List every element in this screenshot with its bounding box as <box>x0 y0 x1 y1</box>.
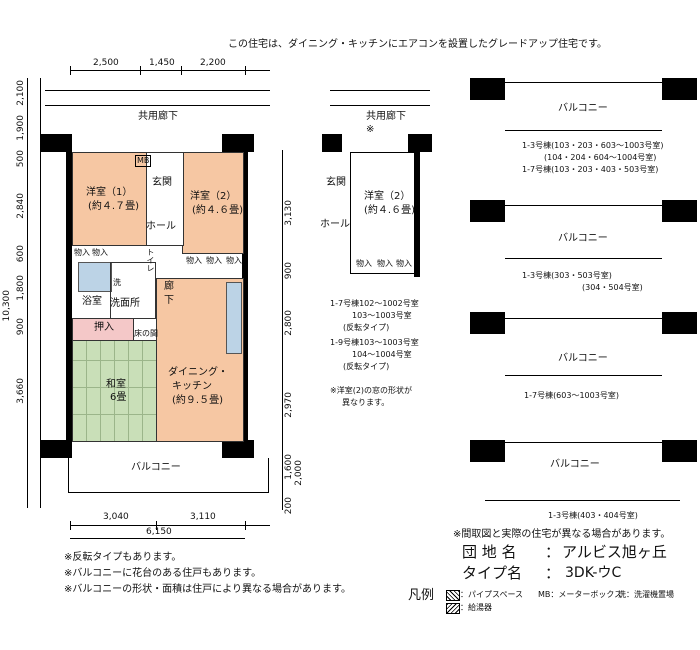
balcony-3-label: バルコニー <box>558 353 608 364</box>
dim-left-7: 900 <box>16 318 26 336</box>
type-colon: ： <box>545 564 561 582</box>
room-tokonoma: 床の間 <box>134 329 158 338</box>
variant-note-1: 1-7号棟102～1002号室 <box>330 299 419 308</box>
water-heater-icon <box>446 603 460 614</box>
pipe-space-icon <box>446 590 460 601</box>
room-wash: 洗面所 <box>110 298 140 309</box>
dim-left-8: 3,660 <box>16 378 26 404</box>
variant-storage-2: 物入 <box>377 259 393 268</box>
estate-value: アルビス旭ヶ丘 <box>562 543 667 561</box>
dim-left-1: 2,100 <box>16 80 26 106</box>
variant-note-5: 104～1004号室 <box>352 350 412 359</box>
room-bath: 浴室 <box>82 296 102 307</box>
laundry-icon: 洗 <box>113 278 121 287</box>
dim-bottom-1: 3,040 <box>103 512 129 522</box>
storage-1: 物入 <box>74 248 90 257</box>
type-label: タイプ名 <box>462 564 523 582</box>
variant-note-3: (反転タイプ) <box>343 323 390 332</box>
variant-corridor: 共用廊下 <box>366 111 406 122</box>
variant-star-note-2: 異なります。 <box>342 398 390 407</box>
variant-hall: ホール <box>320 219 350 230</box>
corridor-label: 共用廊下 <box>138 111 178 122</box>
variant-note-4: 1-9号棟103～1003号室 <box>330 338 419 347</box>
room-dk-1: ダイニング・ <box>168 367 228 378</box>
balcony-2-cap-1: 1-3号棟(303・503号室) <box>522 271 612 280</box>
storage-3: 物入 <box>186 256 202 265</box>
dim-top-1: 2,500 <box>93 58 119 68</box>
dim-left-4: 2,840 <box>16 193 26 219</box>
room-dk-2: キッチン <box>172 381 212 392</box>
corridor-v1: 廊 <box>164 281 174 292</box>
footer-note-1: ※反転タイプもあります。 <box>64 552 182 563</box>
dim-top-3: 2,200 <box>200 58 226 68</box>
balcony-2-cap-2: (304・504号室) <box>582 283 643 292</box>
dim-right-4: 2,970 <box>284 392 294 418</box>
variant-note-6: (反転タイプ) <box>343 362 390 371</box>
balcony-1-label: バルコニー <box>558 103 608 114</box>
room-western2: 洋室（2） <box>190 191 237 202</box>
dim-right-3: 2,800 <box>284 310 294 336</box>
storage-4: 物入 <box>206 256 222 265</box>
footer-note-3: ※バルコニーの形状・面積は住戸により異なる場合があります。 <box>64 584 351 595</box>
legend-title: 凡例 <box>408 588 435 603</box>
variant-entrance: 玄関 <box>326 177 346 188</box>
balcony-label: バルコニー <box>131 462 181 473</box>
footer-note-2: ※バルコニーに花台のある住戸もあります。 <box>64 568 262 579</box>
dim-right-6: 2,000 <box>294 460 304 486</box>
room-japanese: 和室 <box>106 379 126 390</box>
dim-right-1: 3,130 <box>284 200 294 226</box>
balcony-1-cap-3: 1-7号棟(103・203・403・503号室) <box>522 165 659 174</box>
dim-right-2: 900 <box>284 262 294 280</box>
dim-left-3: 500 <box>16 150 26 168</box>
dim-side-small-1: 200 <box>284 497 294 515</box>
room-dk-size: (約９.５畳) <box>172 395 223 406</box>
room-entrance: 玄関 <box>152 177 172 188</box>
room-closet: 押入 <box>94 322 114 333</box>
variant-room-size: (約４.６畳) <box>364 205 415 216</box>
type-value: 3DK-ウC <box>565 565 622 581</box>
variant-star-note-1: ※洋室(2)の窓の形状が <box>330 386 413 395</box>
dim-left-5: 600 <box>16 245 26 263</box>
legend-laundry: 洗：洗濯機置場 <box>618 590 674 599</box>
room-western2-size: (約４.６畳) <box>192 205 243 216</box>
dim-bottom-2: 3,110 <box>190 512 216 522</box>
estate-label: 団 地 名 <box>462 543 517 561</box>
variant-storage-1: 物入 <box>356 259 372 268</box>
room-western1: 洋室（1） <box>86 187 133 198</box>
balcony-4-cap-1: 1-3号棟(403・404号室) <box>548 511 638 520</box>
room-toilet: トイレ <box>146 248 155 272</box>
storage-5: 物入 <box>226 256 242 265</box>
dim-total: 6,150 <box>146 527 172 537</box>
storage-2: 物入 <box>92 248 108 257</box>
dim-right-5: 1,600 <box>284 454 294 480</box>
room-japanese-size: 6畳 <box>110 392 127 403</box>
corridor-v2: 下 <box>164 295 174 306</box>
variant-mark: ※ <box>366 124 375 135</box>
balcony-1-cap-1: 1-3号棟(103・203・603～1003号室) <box>522 141 664 150</box>
room-hall: ホール <box>146 221 176 232</box>
dim-top-2: 1,450 <box>149 58 175 68</box>
legend-pipe: ：パイプスペース <box>460 590 524 599</box>
balcony-2-label: バルコニー <box>558 233 608 244</box>
variant-room: 洋室（2） <box>364 191 411 202</box>
header-note: この住宅は、ダイニング・キッチンにエアコンを設置したグレードアップ住宅です。 <box>228 39 607 50</box>
diff-note: ※間取図と実際の住宅が異なる場合があります。 <box>453 529 671 540</box>
room-western1-size: (約４.７畳) <box>88 201 139 212</box>
legend-mb: MB：メーターボックス <box>538 590 623 599</box>
mb-box: MB <box>135 155 152 167</box>
balcony-1-cap-2: (104・204・604～1004号室) <box>544 153 657 162</box>
balcony-3-cap-1: 1-7号棟(603～1003号室) <box>524 391 619 400</box>
dim-left-6: 1,800 <box>16 275 26 301</box>
dim-left-2: 1,900 <box>16 115 26 141</box>
dim-left-total: 10,300 <box>2 290 12 322</box>
balcony-4-label: バルコニー <box>550 459 600 470</box>
variant-note-2: 103～1003号室 <box>352 311 412 320</box>
variant-storage-3: 物入 <box>396 259 412 268</box>
estate-colon: ： <box>545 543 561 561</box>
legend-heater: ：給湯器 <box>460 603 492 612</box>
